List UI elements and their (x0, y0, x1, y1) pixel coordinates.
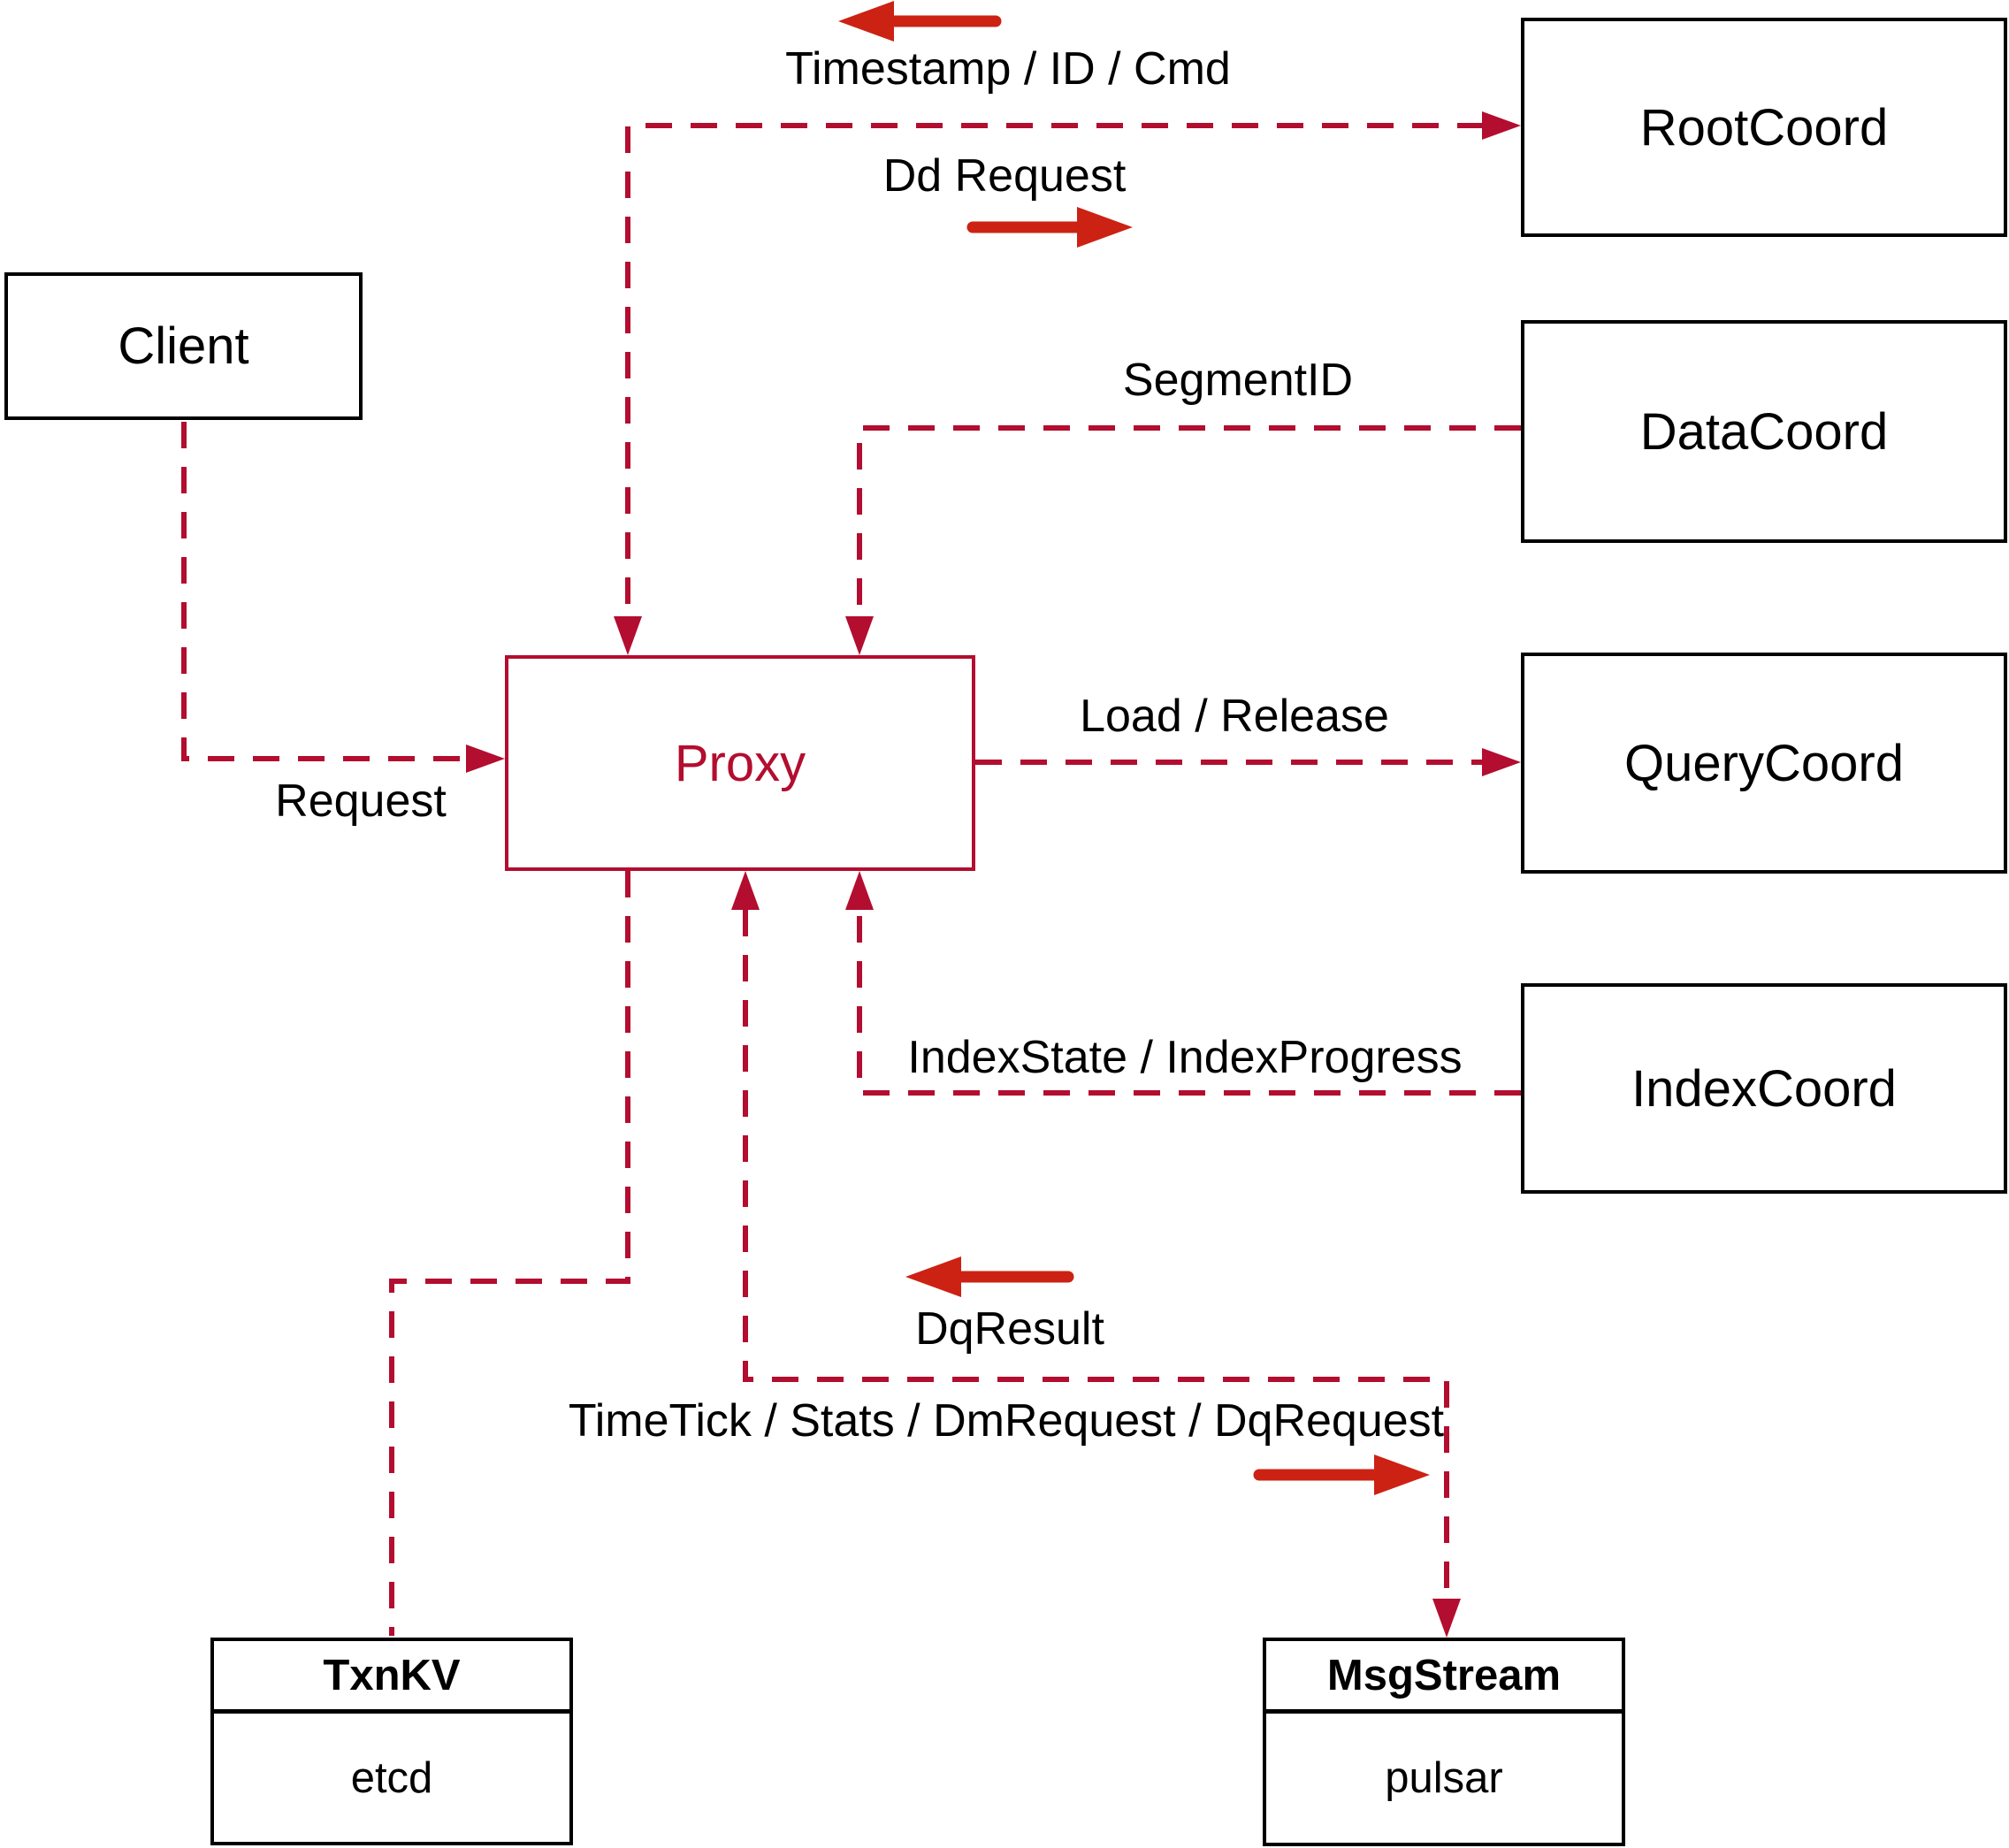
node-proxy: Proxy (505, 655, 975, 871)
edge-label-load-release: Load / Release (1080, 691, 1389, 742)
node-msgstream-value: pulsar (1385, 1754, 1503, 1802)
arrowhead-into-proxy-left-icon (466, 745, 505, 773)
node-datacoord: DataCoord (1521, 320, 2007, 543)
node-indexcoord-label: IndexCoord (1631, 1059, 1897, 1118)
node-client-label: Client (118, 317, 249, 375)
dq-result-direction-arrow-icon (905, 1256, 961, 1297)
arrowhead-into-querycoord-icon (1482, 748, 1521, 776)
edge-proxy-msgstream-line (743, 910, 1449, 1599)
arrowhead-into-proxy-top-left-icon (614, 616, 642, 655)
arrowhead-into-proxy-top-right-icon (845, 616, 874, 655)
edge-indexcoord-proxy-line (857, 910, 1521, 1096)
node-txnkv: TxnKV etcd (210, 1638, 573, 1845)
edge-label-request: Request (275, 775, 447, 827)
edge-label-timestamp-id-cmd: Timestamp / ID / Cmd (785, 43, 1231, 95)
node-indexcoord: IndexCoord (1521, 983, 2007, 1194)
arrowhead-into-proxy-bottom-right-icon (845, 871, 874, 910)
edge-label-dd-request: Dd Request (882, 150, 1127, 202)
timetick-direction-arrow-icon (1374, 1455, 1430, 1495)
edge-label-segmentid: SegmentID (1122, 355, 1354, 406)
edge-datacoord-proxy-line (857, 425, 1521, 618)
node-rootcoord-label: RootCoord (1639, 98, 1889, 157)
node-rootcoord: RootCoord (1521, 18, 2007, 237)
arrowhead-into-rootcoord-icon (1482, 111, 1521, 140)
node-msgstream: MsgStream pulsar (1263, 1638, 1625, 1846)
node-txnkv-value: etcd (350, 1753, 433, 1802)
node-datacoord-label: DataCoord (1639, 402, 1889, 461)
edge-client-proxy-line (181, 422, 468, 761)
node-proxy-label: Proxy (674, 734, 806, 792)
edge-label-indexstate-indexprogress: IndexState / IndexProgress (907, 1032, 1463, 1083)
arrowhead-into-proxy-bottom-middle-icon (731, 871, 760, 910)
node-msgstream-title: MsgStream (1266, 1641, 1622, 1714)
node-txnkv-title: TxnKV (214, 1641, 569, 1714)
node-client: Client (4, 272, 363, 420)
node-querycoord: QueryCoord (1521, 653, 2007, 874)
edge-label-dqresult: DqResult (915, 1303, 1104, 1355)
node-querycoord-label: QueryCoord (1624, 734, 1904, 792)
edge-label-timetick-stats-dmrequest-dqrequest: TimeTick / Stats / DmRequest / DqRequest (568, 1395, 1445, 1447)
arrowhead-into-msgstream-icon (1432, 1599, 1461, 1638)
dd-request-direction-arrow-icon (1077, 207, 1133, 248)
edge-proxy-txnkv-line (389, 871, 630, 1636)
timestamp-direction-arrow-icon (838, 1, 894, 42)
edge-proxy-rootcoord-line (625, 123, 1484, 618)
